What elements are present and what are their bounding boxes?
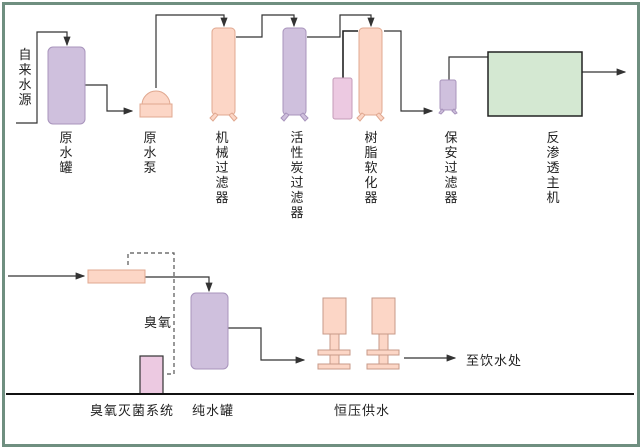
label-pure-water-tank: 纯水罐 bbox=[192, 404, 235, 419]
activated-carbon-filter bbox=[280, 27, 309, 122]
pipe-mech-to-carbon bbox=[236, 14, 298, 38]
label-ro-unit: 反渗透主机 bbox=[546, 131, 560, 206]
pressure-pump-2 bbox=[366, 297, 400, 370]
ro-main-unit bbox=[487, 51, 583, 117]
pure-water-tank bbox=[190, 292, 229, 370]
label-raw-water-pump: 原水泵 bbox=[143, 131, 157, 176]
mechanical-filter bbox=[209, 27, 238, 122]
pipe-raw-tank-to-pump bbox=[85, 84, 134, 115]
pressure-pump-1 bbox=[317, 297, 351, 370]
pipes-top bbox=[16, 14, 627, 124]
pipe-softener-to-security bbox=[384, 30, 434, 115]
pipe-source-to-raw-tank bbox=[16, 31, 71, 124]
pipe-mixer-to-pure-tank bbox=[145, 276, 213, 293]
label-carbon-filter: 活性炭过滤器 bbox=[290, 131, 304, 221]
pipes-bottom bbox=[8, 252, 457, 375]
pipe-pure-tank-to-pumps bbox=[228, 327, 306, 364]
brine-tank bbox=[332, 77, 353, 120]
pipe-pump-to-mech bbox=[155, 14, 228, 88]
label-security-filter: 保安过滤器 bbox=[444, 131, 458, 206]
raw-water-tank bbox=[47, 46, 86, 125]
ozone-line bbox=[127, 252, 175, 375]
security-filter bbox=[438, 79, 458, 115]
pipe-security-to-ro bbox=[448, 56, 488, 80]
label-destination: 至饮水处 bbox=[466, 354, 523, 369]
label-raw-water-tank: 原水罐 bbox=[59, 131, 73, 176]
label-mechanical-filter: 机械过滤器 bbox=[215, 131, 229, 206]
label-ozone-system: 臭氧灭菌系统 bbox=[90, 404, 175, 419]
ozone-mixer bbox=[87, 269, 146, 284]
pipe-carbon-to-softener bbox=[307, 14, 375, 38]
ozone-generator bbox=[139, 355, 164, 395]
resin-softener bbox=[356, 27, 385, 122]
label-resin-softener: 树脂软化器 bbox=[364, 131, 378, 206]
pipe-brine-to-softener bbox=[342, 30, 358, 78]
label-ozone: 臭氧 bbox=[144, 316, 173, 331]
raw-water-pump bbox=[139, 90, 173, 118]
label-water-source: 自来水源 bbox=[18, 48, 32, 108]
label-constant-pressure: 恒压供水 bbox=[334, 404, 391, 419]
